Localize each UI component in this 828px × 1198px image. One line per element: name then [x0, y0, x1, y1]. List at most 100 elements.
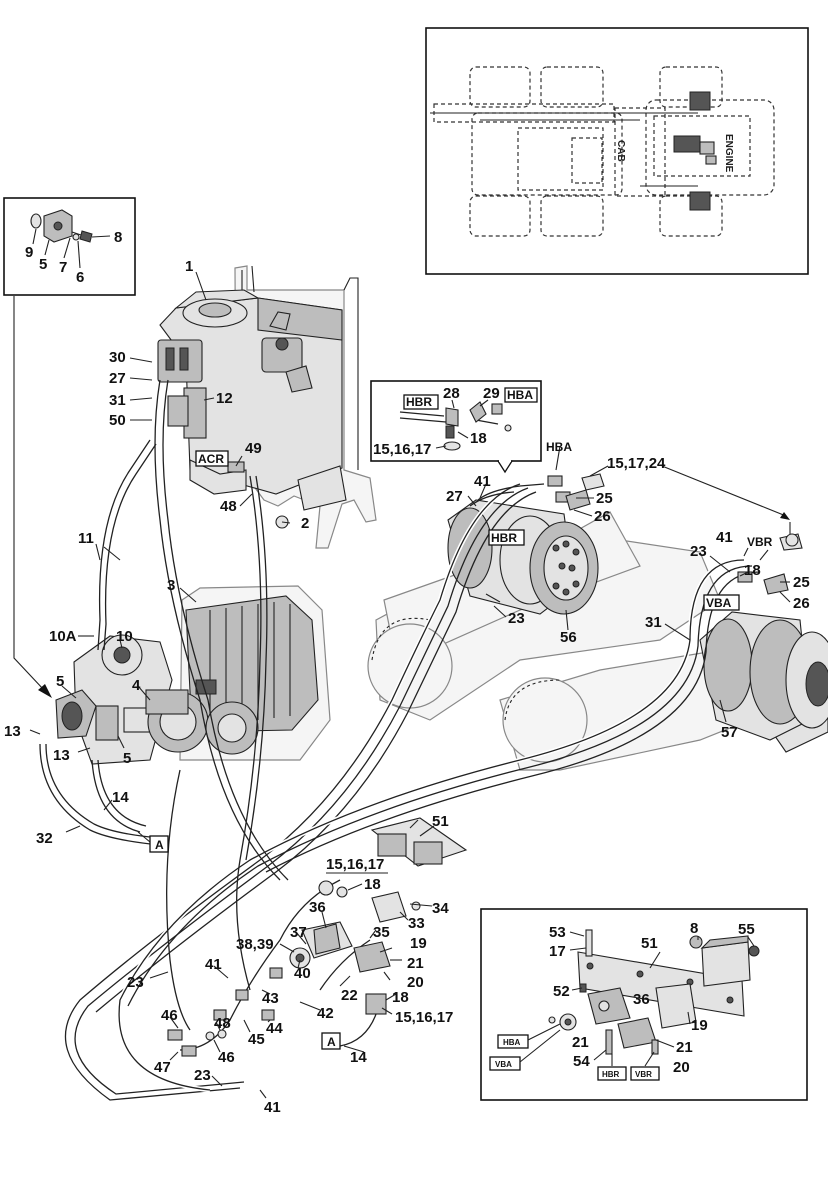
callout-49: 49 [245, 440, 262, 457]
callout-18c: 18 [392, 989, 409, 1006]
hba-tag: HBA [546, 440, 572, 454]
detail-vbr-small: VBR [635, 1070, 652, 1079]
detail-hb-label-29: 29 [483, 385, 500, 402]
callout-25a: 25 [596, 490, 613, 507]
callout-19: 19 [410, 935, 427, 952]
detail-hb-label-15-16-17: 15,16,17 [373, 441, 431, 458]
callout-27a: 27 [109, 370, 126, 387]
detail-tl-label-7: 7 [59, 259, 67, 276]
detail-valve-manifold: HBA VBA HBR VBR 53 17 51 8 55 52 36 19 2… [480, 908, 808, 1101]
callout-5a: 5 [56, 673, 64, 690]
callout-22: 22 [341, 987, 358, 1004]
pump-ribs [209, 602, 291, 724]
pump-assembly [55, 585, 331, 765]
callout-50: 50 [109, 412, 126, 429]
callout-21a: 21 [407, 955, 424, 972]
callout-41b: 41 [716, 529, 733, 546]
callout-41c: 41 [205, 956, 222, 973]
connection-a-tag-1: A [155, 838, 164, 852]
detail-tl-label-5: 5 [39, 256, 47, 273]
leader-lines [29, 271, 799, 1099]
callout-43: 43 [262, 990, 279, 1007]
detail-hba-small: HBA [503, 1038, 521, 1047]
hub-bolts [552, 540, 580, 596]
callout-4: 4 [132, 677, 141, 694]
callout-10: 10 [116, 628, 133, 645]
callout-48b: 48 [214, 1015, 231, 1032]
callout-5b: 5 [123, 750, 131, 767]
detail-hba-tag: HBA [507, 388, 533, 402]
vbr-tag: VBR [747, 535, 773, 549]
detail-valve-label-51: 51 [641, 935, 658, 952]
detail-brake-fittings: HBR HBA 28 29 18 15,16,17 [370, 380, 542, 474]
callout-27b: 27 [446, 488, 463, 505]
callout-51: 51 [432, 813, 449, 830]
callout-44: 44 [266, 1020, 283, 1037]
callout-2: 2 [301, 515, 309, 532]
callout-30: 30 [109, 349, 126, 366]
callout-1: 1 [185, 258, 193, 275]
callout-33: 33 [408, 915, 425, 932]
detail-hb-label-18: 18 [470, 430, 487, 447]
brake-lines-rear [737, 533, 803, 595]
callout-31b: 31 [645, 614, 662, 631]
callout-labels: 1 2 3 4 5 5 10 10A 11 12 13 13 14 14 30 … [4, 258, 810, 1116]
detail-hbr-tag: HBR [406, 395, 432, 409]
callout-31a: 31 [109, 392, 126, 409]
detail-valve-label-21a: 21 [572, 1034, 589, 1051]
detail-tl-label-8: 8 [114, 229, 122, 246]
brake-lines-front [469, 473, 605, 511]
locator-inset: CAB ENGINE [425, 27, 809, 275]
callout-12: 12 [216, 390, 233, 407]
detail-arrow [13, 296, 52, 698]
callout-42: 42 [317, 1005, 334, 1022]
callout-20: 20 [407, 974, 424, 991]
callout-13a: 13 [4, 723, 21, 740]
callout-26b: 26 [793, 595, 810, 612]
callout-25b: 25 [793, 574, 810, 591]
detail-valve-label-21b: 21 [676, 1039, 693, 1056]
callout-23b: 23 [690, 543, 707, 560]
detail-valve-label-36: 36 [633, 991, 650, 1008]
engine-label: ENGINE [723, 134, 734, 173]
detail-tl-label-6: 6 [76, 269, 84, 286]
callout-23c: 23 [127, 974, 144, 991]
detail-valve-label-52: 52 [553, 983, 570, 1000]
connection-a-tag-2: A [327, 1035, 336, 1049]
callout-46b: 46 [218, 1049, 235, 1066]
callout-15-17-24: 15,17,24 [607, 455, 666, 472]
detail-vba-small: VBA [495, 1060, 512, 1069]
hose-runs [39, 379, 761, 1103]
callout-41d: 41 [264, 1099, 281, 1116]
main-tags: ACR HBR HBA VBR VBA A A [149, 440, 773, 1050]
detail-hb-label-28: 28 [443, 385, 460, 402]
callout-26a: 26 [594, 508, 611, 525]
detail-valve-label-54: 54 [573, 1053, 590, 1070]
acr-tag: ACR [198, 452, 224, 466]
callout-15-16-17-b: 15,16,17 [395, 1009, 453, 1026]
callout-32: 32 [36, 830, 53, 847]
callout-14a: 14 [112, 789, 129, 806]
cab-label: CAB [615, 140, 626, 162]
callout-18b: 18 [364, 876, 381, 893]
callout-34: 34 [432, 900, 449, 917]
detail-valve-label-20: 20 [673, 1059, 690, 1076]
callout-10a: 10A [49, 628, 77, 645]
callout-37: 37 [290, 924, 307, 941]
hydraulic-tank [157, 265, 377, 549]
callout-57: 57 [721, 724, 738, 741]
callout-14b: 14 [350, 1049, 367, 1066]
callout-41a: 41 [474, 473, 491, 490]
detail-hbr-small: HBR [602, 1070, 620, 1079]
callout-18a: 18 [744, 562, 761, 579]
detail-valve-label-19: 19 [691, 1017, 708, 1034]
callout-45: 45 [248, 1031, 265, 1048]
callout-38-39: 38,39 [236, 936, 274, 953]
detail-tl-label-9: 9 [25, 244, 33, 261]
callout-15-16-17-a: 15,16,17 [326, 856, 384, 873]
callout-36: 36 [309, 899, 326, 916]
callout-40: 40 [294, 965, 311, 982]
callout-11: 11 [78, 530, 94, 547]
valve-cluster [167, 817, 468, 1057]
